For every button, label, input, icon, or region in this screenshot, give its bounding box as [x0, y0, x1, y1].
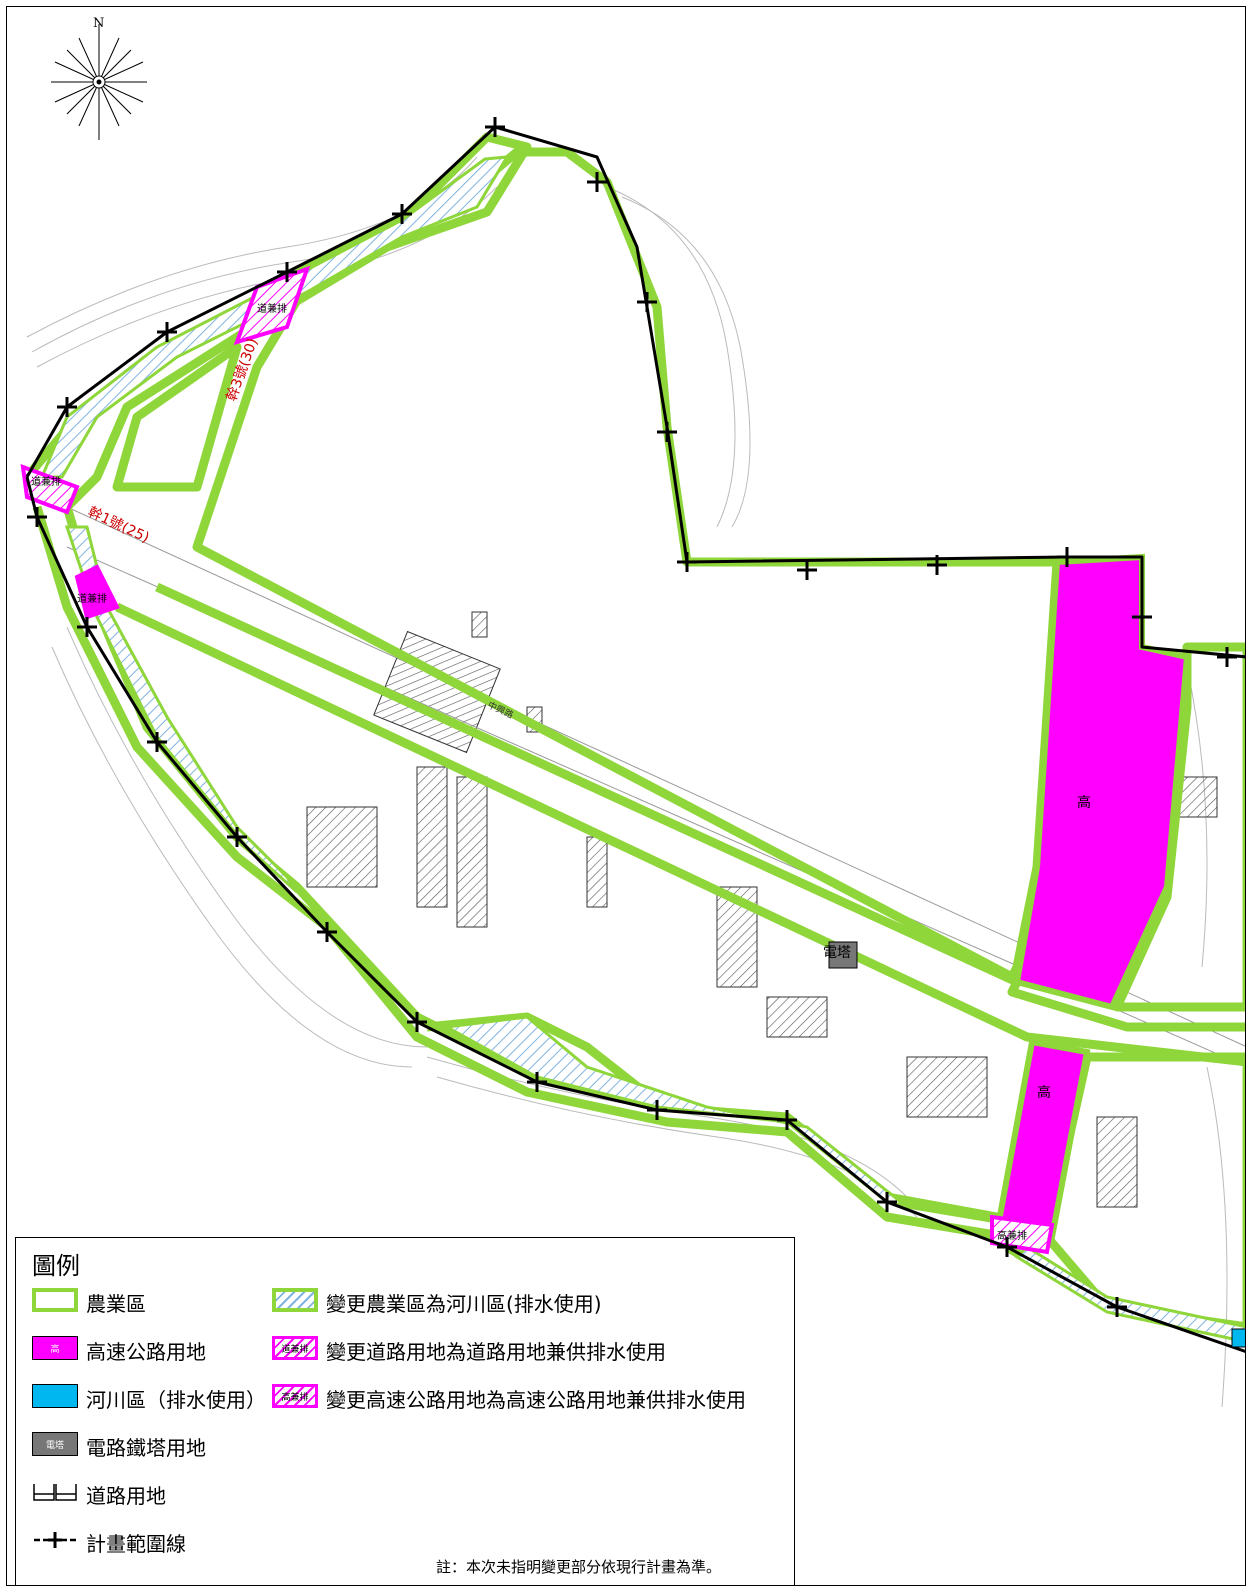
highway-label-1: 高 — [1077, 794, 1091, 811]
river-swatch — [32, 1384, 78, 1408]
highway-drainage-label: 高兼排 — [997, 1229, 1027, 1242]
road-swatch-icon — [33, 1484, 77, 1501]
highway-drainage-swatch-text: 高兼排 — [281, 1392, 309, 1403]
legend-label-road: 道路用地 — [86, 1484, 166, 1508]
road-drainage-label-3: 道兼排 — [77, 592, 107, 605]
map-frame: N 道兼排 道兼排 道兼排 高兼排 高 高 電塔 幹1號(25) 幹3號(30)… — [6, 6, 1246, 1586]
legend-label-boundary: 計畫範圍線 — [86, 1532, 186, 1556]
road-drainage-label-2: 道兼排 — [31, 475, 61, 488]
boundary-swatch-icon — [34, 1532, 76, 1548]
zoning-map: N 道兼排 道兼排 道兼排 高兼排 高 高 電塔 幹1號(25) 幹3號(30)… — [20, 16, 1245, 1408]
north-label: N — [93, 16, 104, 31]
tower-swatch-text: 電塔 — [45, 1440, 64, 1451]
highway-swatch: 高 — [32, 1336, 78, 1360]
river-change-swatch — [272, 1288, 318, 1312]
road-drainage-swatch: 道兼排 — [272, 1336, 318, 1360]
river-drainage-zone — [1231, 1328, 1245, 1348]
highway-drainage-swatch: 高兼排 — [272, 1384, 318, 1408]
legend-label-highway-drainage: 變更高速公路用地為高速公路用地兼供排水使用 — [326, 1388, 746, 1412]
legend-label-river: 河川區（排水使用） — [86, 1388, 266, 1412]
highway-label-2: 高 — [1037, 1084, 1051, 1101]
road-drainage-label-1: 道兼排 — [257, 302, 287, 315]
legend-label-tower: 電路鐵塔用地 — [86, 1436, 206, 1460]
power-tower-label: 電塔 — [823, 945, 851, 961]
boundary-cross-marks — [27, 117, 1237, 1317]
highway-zones — [993, 553, 1191, 1241]
building-parcels — [306, 611, 1218, 1208]
legend: 圖例 農業區 高 高速公路用地 河川區（排水使用） 電塔 電路鐵塔用地 道路用地… — [15, 1237, 795, 1585]
road-drainage-swatch-text: 道兼排 — [281, 1344, 309, 1355]
boundary-swatch — [32, 1528, 78, 1552]
legend-label-agri: 農業區 — [86, 1292, 146, 1316]
agri-swatch — [32, 1288, 78, 1312]
road-swatch — [32, 1480, 78, 1504]
plan-boundary-line — [25, 125, 1245, 1353]
legend-label-highway: 高速公路用地 — [86, 1340, 206, 1364]
power-tower-site — [828, 941, 858, 969]
legend-note: 註：本次未指明變更部分依現行計畫為準。 — [436, 1558, 722, 1576]
legend-label-river-change: 變更農業區為河川區(排水使用) — [326, 1292, 602, 1316]
road-name-trunk-1: 幹1號(25) — [85, 503, 152, 546]
legend-title: 圖例 — [32, 1252, 80, 1280]
highway-swatch-text: 高 — [50, 1344, 60, 1355]
contour-lines — [26, 156, 1228, 1408]
north-arrow-icon — [51, 24, 147, 140]
legend-label-road-drainage: 變更道路用地為道路用地兼供排水使用 — [326, 1340, 666, 1364]
tower-swatch: 電塔 — [32, 1432, 78, 1456]
